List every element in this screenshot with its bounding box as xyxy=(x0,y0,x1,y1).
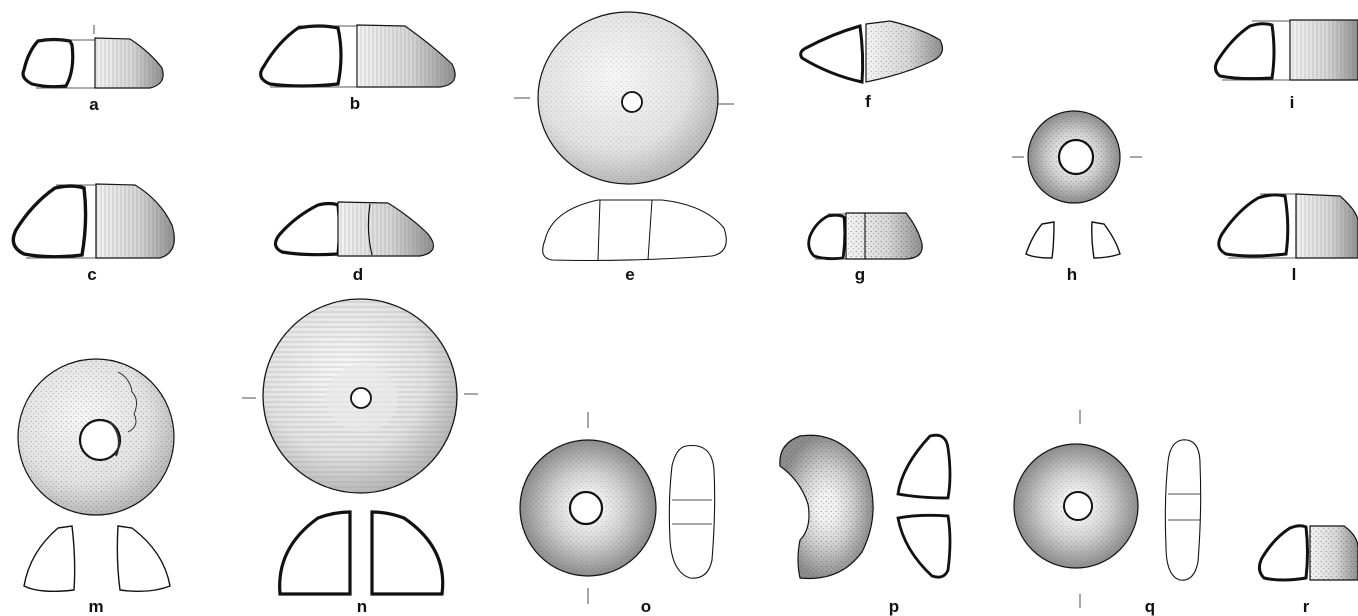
artifact-e-hole xyxy=(621,91,643,113)
label-c: c xyxy=(87,265,97,284)
label-a: a xyxy=(89,95,99,114)
artifact-b-section xyxy=(259,24,343,88)
label-m: m xyxy=(88,597,104,616)
artifact-n xyxy=(242,298,478,596)
label-n: n xyxy=(356,597,368,616)
artifact-p-section-top xyxy=(896,433,952,500)
artifact-i-section xyxy=(1213,22,1276,81)
artifact-l xyxy=(1217,193,1358,259)
artifact-n-section-right xyxy=(370,510,445,596)
artifact-e-section xyxy=(542,199,727,262)
artifact-b xyxy=(259,24,456,88)
artifact-q-hole xyxy=(1063,491,1093,521)
artifact-c xyxy=(11,183,175,259)
label-p: p xyxy=(888,597,900,616)
label-o: o xyxy=(640,597,652,616)
artifact-a xyxy=(21,25,164,89)
label-d: d xyxy=(352,265,364,284)
artifact-h-section-left xyxy=(1025,221,1055,259)
artifact-m-section-left xyxy=(23,525,76,593)
artifact-g xyxy=(807,212,923,261)
artifact-r-section xyxy=(1257,524,1309,582)
label-b: b xyxy=(349,94,361,113)
artifact-n-hole xyxy=(350,387,372,409)
artifact-d-section xyxy=(273,201,342,257)
artifact-m xyxy=(17,358,175,593)
artifact-p xyxy=(779,433,952,580)
artifact-g-section xyxy=(807,213,847,261)
label-h: h xyxy=(1066,265,1078,284)
artifact-p-section-bottom xyxy=(896,513,952,579)
label-f: f xyxy=(865,92,871,111)
artifact-f xyxy=(799,20,943,84)
artifact-q xyxy=(1013,410,1202,608)
artifact-o-hole xyxy=(568,490,604,526)
artifact-m-hole xyxy=(78,418,122,462)
artifact-i xyxy=(1213,19,1358,81)
artifact-d xyxy=(273,201,435,257)
label-l: l xyxy=(1291,265,1297,284)
label-e: e xyxy=(625,265,635,284)
label-r: r xyxy=(1302,597,1310,616)
artifact-e xyxy=(514,11,734,262)
artifact-h-hole xyxy=(1057,138,1095,176)
artifact-c-section xyxy=(11,184,88,259)
artifact-n-section-left xyxy=(278,510,352,596)
label-q: q xyxy=(1144,597,1156,616)
artifact-h-section-right xyxy=(1091,221,1121,259)
artifact-l-section xyxy=(1217,193,1290,258)
artifact-f-section xyxy=(799,24,865,84)
artifact-o xyxy=(519,412,716,604)
artifact-a-section xyxy=(21,37,75,89)
artifact-r xyxy=(1257,524,1358,582)
artifact-o-profile xyxy=(668,444,716,579)
artifact-m-section-right xyxy=(116,525,171,593)
artifact-h xyxy=(1012,110,1142,259)
artifact-q-profile xyxy=(1164,439,1202,581)
label-i: i xyxy=(1289,93,1295,112)
label-g: g xyxy=(854,265,866,284)
